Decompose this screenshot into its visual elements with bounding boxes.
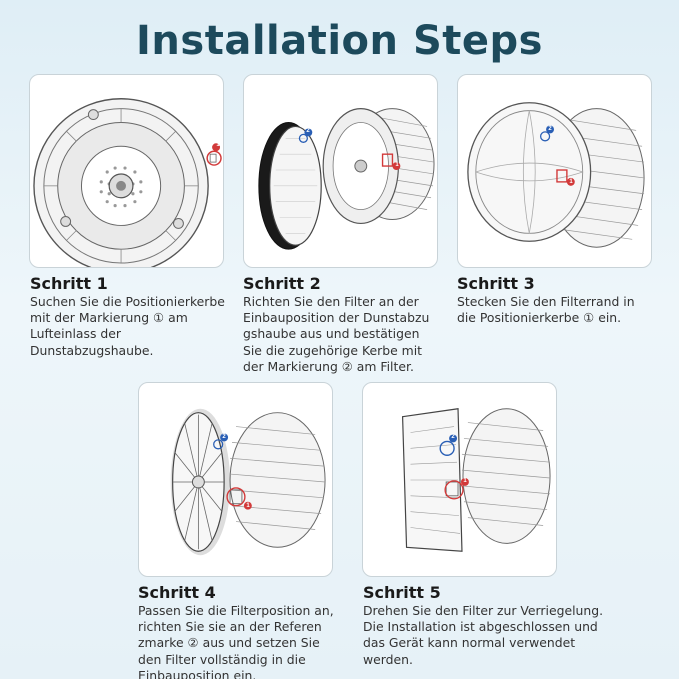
step-2-title: Schritt 2 bbox=[243, 274, 321, 293]
step-3-description: Stecken Sie den Filterrand in die Positi… bbox=[457, 294, 635, 326]
step-2-marker-1: 1 bbox=[395, 162, 399, 168]
step-4-title: Schritt 4 bbox=[138, 583, 216, 602]
step-1-illustration bbox=[29, 74, 224, 268]
hood-air-inlet-drawing bbox=[33, 98, 222, 267]
step-1-description: Suchen Sie die Positionierkerbe mit der … bbox=[30, 294, 225, 358]
page-title: Installation Steps bbox=[136, 18, 543, 64]
step-4-marker-1: 1 bbox=[246, 503, 250, 509]
step-3-marker-1: 1 bbox=[569, 179, 573, 185]
step-4-marker-2: 2 bbox=[222, 434, 226, 440]
step-2-description: Richten Sie den Filter an der Einbauposi… bbox=[243, 294, 430, 374]
filter-seat-drawing bbox=[170, 408, 326, 556]
filter-lock-drawing bbox=[401, 408, 551, 552]
step-5-description: Drehen Sie den Filter zur Verriegelung. … bbox=[363, 603, 604, 667]
filter-alignment-drawing bbox=[258, 108, 435, 250]
step-2-marker-2: 2 bbox=[306, 128, 310, 134]
step-1-marker-1: 1 bbox=[216, 142, 220, 148]
step-1-title: Schritt 1 bbox=[30, 274, 108, 293]
step-5-marker-1: 1 bbox=[463, 478, 467, 484]
step-5-illustration bbox=[362, 382, 557, 577]
filter-insert-drawing bbox=[467, 102, 645, 248]
step-5-title: Schritt 5 bbox=[363, 583, 441, 602]
step-3-marker-2: 2 bbox=[548, 126, 552, 132]
step-4-illustration bbox=[138, 382, 333, 577]
step-5-marker-2: 2 bbox=[451, 434, 455, 440]
step-3-illustration bbox=[457, 74, 652, 268]
step-4-description: Passen Sie die Filterposition an, richte… bbox=[138, 603, 334, 679]
step-2-illustration bbox=[243, 74, 438, 268]
step-3-title: Schritt 3 bbox=[457, 274, 535, 293]
